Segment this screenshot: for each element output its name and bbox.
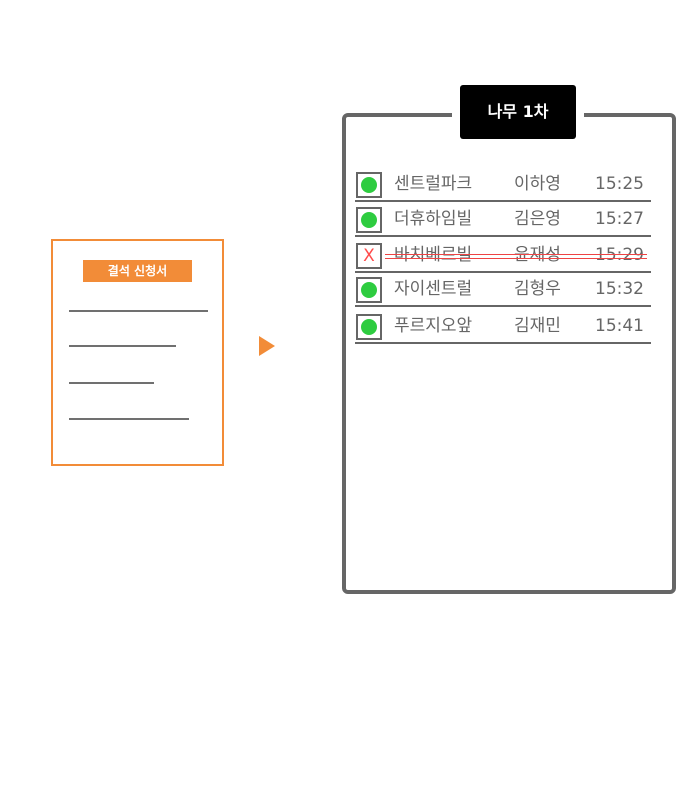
- present-dot-icon: [361, 177, 377, 193]
- attendance-row: 푸르지오앞 김재민 15:41: [355, 312, 651, 344]
- attendance-row: 자이센트럴 김형우 15:32: [355, 275, 651, 307]
- present-dot-icon: [361, 212, 377, 228]
- attendance-row-absent: X 바치베르빌 윤재성 15:29: [355, 241, 651, 273]
- board-title-tab: 나무 1차: [460, 85, 576, 139]
- status-box: [356, 172, 382, 198]
- student-name: 김재민: [514, 316, 561, 336]
- absence-strikethrough: [385, 241, 647, 269]
- present-dot-icon: [361, 282, 377, 298]
- form-text-line: [69, 345, 176, 347]
- status-box: X: [356, 243, 382, 269]
- arrival-time: 15:32: [595, 279, 644, 299]
- arrival-time: 15:25: [595, 174, 644, 194]
- arrow-head: [259, 336, 275, 356]
- absence-request-form: 결석 신청서: [51, 239, 224, 466]
- stop-name: 센트럴파크: [394, 174, 473, 194]
- form-text-line: [69, 310, 208, 312]
- student-name: 이하영: [514, 174, 561, 194]
- attendance-row: 센트럴파크 이하영 15:25: [355, 170, 651, 202]
- status-box: [356, 314, 382, 340]
- stop-name: 푸르지오앞: [394, 316, 473, 336]
- student-name: 김은영: [514, 209, 561, 229]
- stop-name: 더휴하임빌: [394, 209, 473, 229]
- present-dot-icon: [361, 319, 377, 335]
- status-box: [356, 207, 382, 233]
- arrival-time: 15:41: [595, 316, 644, 336]
- arrival-time: 15:29: [595, 245, 644, 265]
- form-title: 결석 신청서: [83, 260, 192, 282]
- student-name: 김형우: [514, 279, 561, 299]
- form-text-line: [69, 418, 189, 420]
- status-box: [356, 277, 382, 303]
- student-name: 윤재성: [514, 245, 561, 265]
- stop-name: 자이센트럴: [394, 279, 473, 299]
- stop-name: 바치베르빌: [394, 245, 473, 265]
- arrival-time: 15:27: [595, 209, 644, 229]
- absent-x-icon: X: [363, 246, 375, 266]
- form-text-line: [69, 382, 154, 384]
- attendance-row: 더휴하임빌 김은영 15:27: [355, 205, 651, 237]
